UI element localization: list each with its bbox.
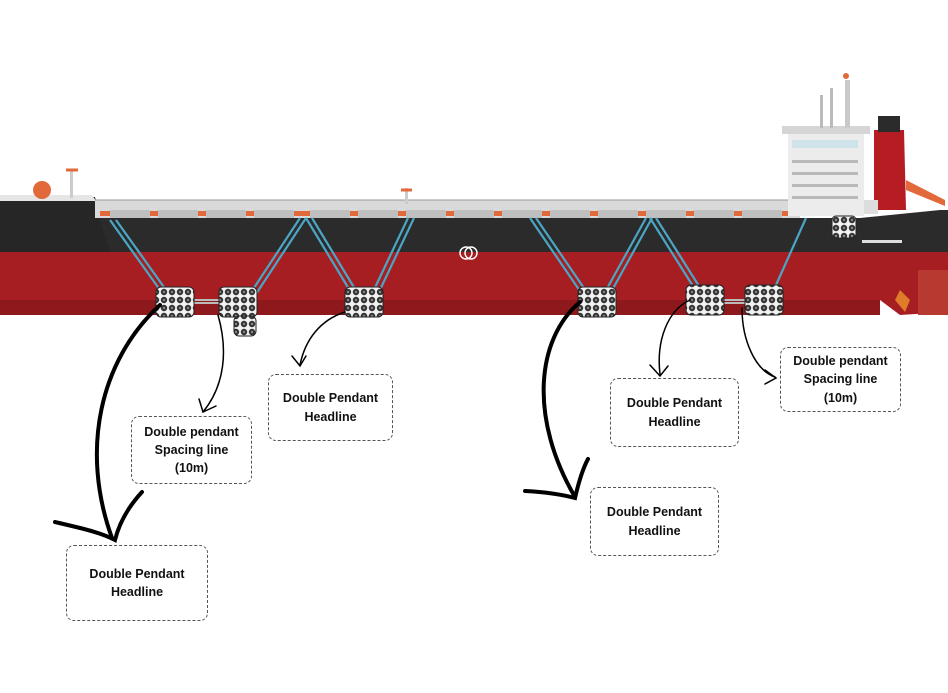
- arrow-headline-right-small: [658, 299, 691, 375]
- label-line1: Double pendant: [144, 424, 239, 439]
- arrow-spacing-right: [741, 307, 776, 378]
- fender-2b: [233, 315, 257, 337]
- fenders: [155, 215, 857, 337]
- fender-3: [344, 286, 384, 318]
- label-line2: Headline: [648, 414, 701, 429]
- label-line1: Double Pendant: [606, 505, 703, 520]
- arrow-headline-left-large: [94, 303, 162, 540]
- label-line2: Headline: [304, 409, 357, 424]
- label-line2: Headline: [628, 523, 681, 538]
- label-line1: Double Pendant: [626, 396, 723, 411]
- fender-5: [685, 284, 725, 316]
- fender-2: [218, 286, 258, 318]
- label-line2: Spacing line (10m): [803, 372, 878, 405]
- label-line2: Spacing line (10m): [154, 442, 229, 476]
- fender-1: [155, 286, 195, 318]
- fender-4: [577, 286, 617, 318]
- fender-7: [831, 215, 857, 239]
- arrow-spacing-left: [202, 314, 225, 413]
- ship-deck: [33, 168, 800, 218]
- arrow-headline-left-small: [299, 311, 346, 366]
- ship-superstructure: [782, 73, 945, 216]
- fender-6: [744, 284, 784, 316]
- label-line1: Double Pendant: [282, 391, 379, 406]
- label-line1: Double Pendant: [89, 566, 185, 581]
- pendant-lines: [109, 217, 808, 304]
- arrow-headline-right-large: [541, 300, 582, 499]
- label-line2: Headline: [110, 585, 164, 599]
- label-line1: Double pendant: [793, 354, 888, 369]
- callout-arrows: [53, 299, 778, 543]
